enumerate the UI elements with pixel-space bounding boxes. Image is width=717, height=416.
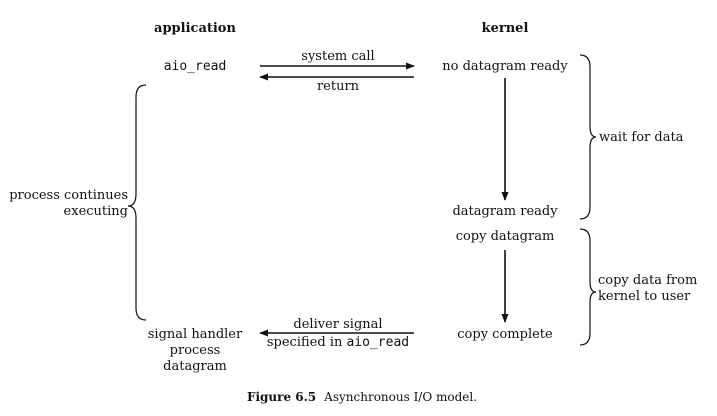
kernel-header: kernel [482, 21, 529, 36]
deliver-signal-label: deliver signal [293, 317, 382, 332]
copy-complete: copy complete [457, 327, 553, 342]
datagram-ready: datagram ready [452, 204, 558, 219]
datagram-label: datagram [163, 359, 227, 374]
copy-datagram: copy datagram [456, 229, 555, 244]
copy-data-brace [579, 228, 597, 346]
kernel-to-user-label: kernel to user [598, 289, 691, 304]
figure-title: Asynchronous I/O model. [323, 390, 477, 404]
copy-data-from-label: copy data from [598, 273, 697, 288]
application-header: application [154, 21, 236, 36]
executing-label: executing [64, 204, 128, 219]
wait-for-data-label: wait for data [599, 130, 684, 145]
specified-in-label: specified in aio_read [267, 335, 409, 350]
aio-read-call: aio_read [164, 59, 227, 74]
wait-for-data-brace [579, 54, 597, 220]
process-continues-label: process continues [9, 188, 128, 203]
signal-handler-label: signal handler [148, 327, 243, 342]
figure-caption: Figure 6.5 Asynchronous I/O model. [247, 390, 477, 404]
system-call-label: system call [301, 49, 374, 64]
figure-number: Figure 6.5 [247, 390, 316, 404]
process-continues-brace [127, 84, 147, 321]
process-label: process [170, 343, 221, 358]
aio-read-code: aio_read [346, 335, 409, 350]
no-datagram-ready: no datagram ready [442, 59, 568, 74]
return-label: return [317, 79, 360, 94]
